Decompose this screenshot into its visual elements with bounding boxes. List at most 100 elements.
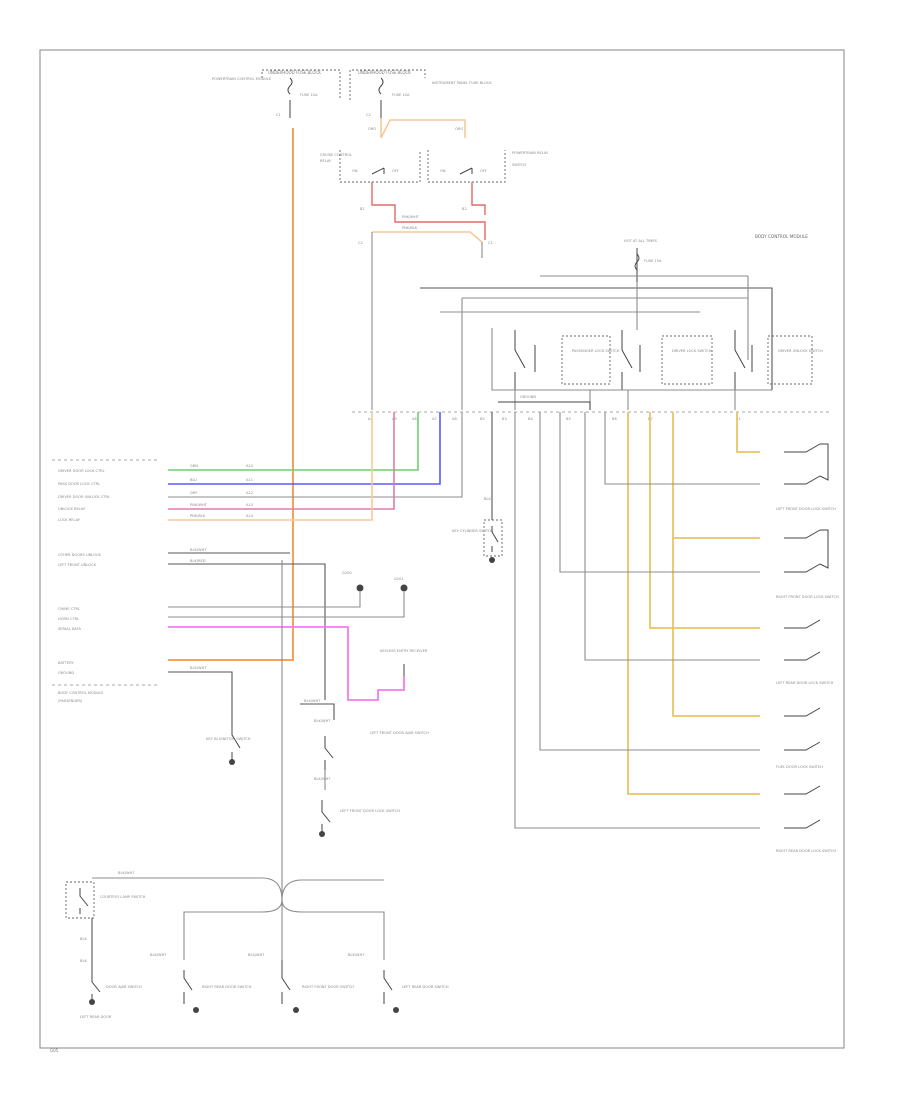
driver-unlock-wire	[168, 412, 463, 498]
svg-text:C1: C1	[488, 241, 493, 245]
svg-text:OFF: OFF	[480, 169, 487, 173]
svg-text:PNK/BLK: PNK/BLK	[190, 514, 206, 518]
key-in-ignition-switch: KEY IN IGNITION SWITCH	[206, 728, 251, 765]
keyless-receiver: KEYLESS ENTRY RECEIVER	[380, 649, 428, 676]
driver-lock-wire	[168, 412, 419, 471]
gray-wire-1	[604, 412, 760, 485]
module-switch-3: DRIVER UNLOCK SWITCH	[778, 349, 823, 353]
fuse-right-label: FUSE 10A	[392, 93, 410, 97]
svg-text:BLK: BLK	[484, 497, 491, 501]
left-module-label: BODY CONTROL MODULE	[58, 691, 104, 695]
chime-wire	[168, 592, 361, 608]
left-labels-3: CHIME CTRL HORN CTRL SERIAL DATA	[58, 607, 82, 631]
svg-text:B6: B6	[612, 417, 617, 421]
gray-wire-5	[514, 412, 760, 829]
svg-text:KEY CYLINDER SWITCH: KEY CYLINDER SWITCH	[452, 529, 493, 533]
yellow-wire-c	[649, 412, 760, 629]
svg-text:A7: A7	[432, 417, 437, 421]
svg-text:LEFT REAR DOOR LOCK SWITCH: LEFT REAR DOOR LOCK SWITCH	[776, 681, 834, 685]
bottom-branch-left	[183, 899, 283, 960]
svg-text:A13: A13	[246, 503, 253, 507]
svg-text:COURTESY LAMP SWITCH: COURTESY LAMP SWITCH	[100, 895, 146, 899]
ground-right: G201	[394, 577, 404, 581]
ground-left: G200	[342, 571, 352, 575]
diagram-frame	[39, 49, 845, 1049]
svg-text:ORG: ORG	[368, 127, 376, 131]
relay-out-a	[371, 182, 486, 240]
svg-text:ON: ON	[352, 169, 358, 173]
yellow-wire-a	[736, 412, 760, 453]
module-switch-1: PASSENGER LOCK SWITCH	[572, 349, 620, 353]
gray-wire-3	[584, 412, 760, 661]
svg-text:PASS DOOR LOCK CTRL: PASS DOOR LOCK CTRL	[58, 482, 100, 486]
svg-text:KEY IN IGNITION SWITCH: KEY IN IGNITION SWITCH	[206, 737, 251, 741]
ign-label: HOT AT ALL TIMES	[624, 239, 658, 243]
svg-text:DOOR AJAR SWITCH: DOOR AJAR SWITCH	[106, 985, 142, 989]
yellow-wire-b	[672, 412, 760, 539]
svg-text:ORG: ORG	[455, 127, 463, 131]
lock-relay-wire	[168, 412, 373, 521]
door-switch-2: BLK/WHT RIGHT REAR DOOR SWITCH	[150, 953, 252, 1013]
svg-text:BLK: BLK	[80, 937, 87, 941]
right-module: BODY CONTROL MODULE HOT AT ALL TIMES FUS…	[420, 234, 823, 410]
svg-text:UNLOCK RELAY: UNLOCK RELAY	[58, 507, 86, 511]
relay-cross	[372, 231, 483, 243]
door-ajar-switch: BLK/WHT BLK/WHT LEFT FRONT DOOR AJAR SWI…	[300, 699, 429, 790]
svg-text:GRN: GRN	[190, 464, 198, 468]
door-switch-3: BLK/WHT RIGHT FRONT DOOR SWITCH	[248, 953, 354, 1013]
svg-text:C2: C2	[366, 113, 371, 117]
svg-text:GRY: GRY	[190, 491, 198, 495]
module-switch-2: DRIVER LOCK SWITCH	[672, 349, 712, 353]
wire-a: PNK/WHT	[402, 215, 420, 219]
footer-code: G05	[50, 1048, 59, 1053]
relay-left-sub: RELAY	[320, 159, 332, 163]
bottom-branch-right	[281, 899, 385, 960]
svg-text:LOCK RELAY: LOCK RELAY	[58, 518, 81, 522]
connector-pins: A4 A5 A6 A7 A8 B2 B3 B4 B5 B6 B7 C1	[368, 417, 741, 421]
svg-text:DRIVER DOOR LOCK CTRL: DRIVER DOOR LOCK CTRL	[58, 469, 105, 473]
pin-a: B1	[360, 207, 365, 211]
svg-text:BLK/WHT: BLK/WHT	[150, 953, 167, 957]
left-labels-1: DRIVER DOOR LOCK CTRL PASS DOOR LOCK CTR…	[58, 469, 110, 522]
svg-text:RIGHT REAR DOOR SWITCH: RIGHT REAR DOOR SWITCH	[202, 985, 252, 989]
top-fuse-section: UNDERHOOD FUSE BLOCK UNDERHOOD FUSE BLOC…	[212, 69, 492, 118]
courtesy-lamp-switch: COURTESY LAMP SWITCH BLK BLK	[65, 881, 146, 972]
svg-text:BLK/WHT: BLK/WHT	[190, 666, 207, 670]
unlock-relay-wire	[168, 412, 395, 510]
svg-text:DRIVER DOOR UNLOCK CTRL: DRIVER DOOR UNLOCK CTRL	[58, 495, 110, 499]
gray-wire-4	[539, 412, 760, 751]
svg-text:BLK/WHT: BLK/WHT	[190, 548, 207, 552]
left-note: POWERTRAIN CONTROL MODULE	[212, 77, 272, 81]
svg-text:A11: A11	[246, 478, 253, 482]
left-front-lock-switch: LEFT FRONT DOOR LOCK SWITCH	[319, 800, 400, 837]
svg-text:C1: C1	[736, 417, 741, 421]
svg-text:RIGHT REAR DOOR LOCK SWITCH: RIGHT REAR DOOR LOCK SWITCH	[776, 849, 836, 853]
svg-text:LEFT FRONT UNLOCK: LEFT FRONT UNLOCK	[58, 563, 97, 567]
horn-wire	[168, 592, 405, 618]
pass-lock-wire	[168, 412, 441, 485]
svg-text:ON: ON	[440, 169, 446, 173]
svg-text:B4: B4	[528, 417, 533, 421]
bottom-right-curve	[281, 879, 384, 901]
wire-b: PNK/BLK	[402, 226, 418, 230]
svg-text:A10: A10	[246, 464, 254, 468]
svg-text:CHIME CTRL: CHIME CTRL	[58, 607, 80, 611]
svg-text:B5: B5	[566, 417, 571, 421]
yellow-wire-d	[672, 538, 760, 717]
svg-text:RIGHT FRONT DOOR LOCK SWITCH: RIGHT FRONT DOOR LOCK SWITCH	[776, 595, 839, 599]
gray-wire-2	[559, 412, 760, 573]
svg-text:B2: B2	[480, 417, 485, 421]
svg-text:A14: A14	[246, 514, 254, 518]
battery-sub: GROUND	[58, 671, 74, 675]
svg-text:RIGHT FRONT DOOR SWITCH: RIGHT FRONT DOOR SWITCH	[302, 985, 354, 989]
svg-text:BLU: BLU	[190, 478, 197, 482]
relay-right-label: POWERTRAIN RELAY	[512, 151, 549, 155]
right-note: INSTRUMENT PANEL FUSE BLOCK	[432, 81, 492, 85]
svg-text:OTHER DOORS UNLOCK: OTHER DOORS UNLOCK	[58, 553, 102, 557]
svg-text:LEFT REAR DOOR: LEFT REAR DOOR	[80, 1015, 112, 1019]
serial-data-wire	[168, 626, 405, 701]
svg-text:SERIAL DATA: SERIAL DATA	[58, 627, 82, 631]
right-module-title: BODY CONTROL MODULE	[755, 234, 808, 239]
